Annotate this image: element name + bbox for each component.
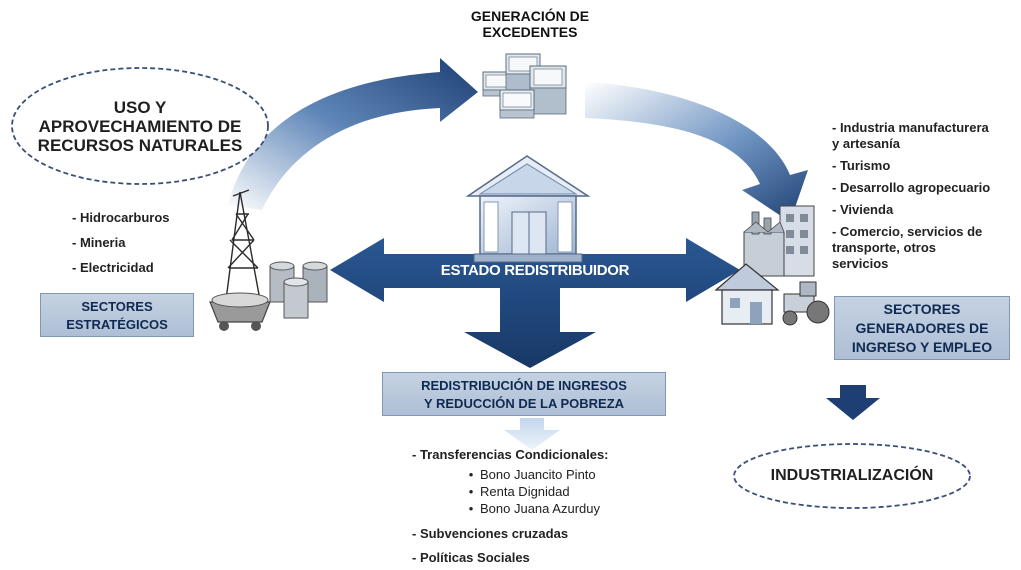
light-down-arrow xyxy=(504,418,560,450)
box-redistribucion-line2: Y REDUCCIÓN DE LA POBREZA xyxy=(423,396,625,411)
state-label: ESTADO REDISTRIBUIDOR xyxy=(440,262,630,279)
oval-recursos xyxy=(11,67,269,185)
box-sectores-estrategicos: SECTORES ESTRATÉGICOS xyxy=(40,293,194,337)
state-double-arrow xyxy=(330,238,740,368)
box-redistribucion-line1: REDISTRIBUCIÓN DE INGRESOS xyxy=(421,378,627,393)
state-building-icon xyxy=(465,155,591,263)
oval-industrializacion xyxy=(733,443,971,509)
box-generadores-line2: GENERADORES DE xyxy=(855,320,989,336)
box-sectores-line1: SECTORES xyxy=(81,299,153,314)
list-item: y artesanía xyxy=(832,136,900,151)
oval-industrializacion-text: INDUSTRIALIZACIÓN xyxy=(770,467,934,484)
other-policies: - Subvenciones cruzadas - Políticas Soci… xyxy=(412,522,568,570)
box-redistribucion: REDISTRIBUCIÓN DE INGRESOS Y REDUCCIÓN D… xyxy=(382,372,666,416)
list-item: - Vivienda xyxy=(832,202,894,217)
dark-down-arrow xyxy=(826,385,880,420)
house-icon xyxy=(714,263,780,325)
transfers-title: - Transferencias Condicionales: xyxy=(412,447,609,462)
oil-rig-icon xyxy=(225,189,262,301)
list-item: - Mineria xyxy=(72,235,126,250)
oil-barrels-icon xyxy=(269,261,328,319)
list-item: transporte, otros xyxy=(832,240,937,255)
list-item: - Electricidad xyxy=(72,260,154,275)
label-generacion-line1: GENERACIÓN DE xyxy=(470,8,590,24)
list-item: - Subvenciones cruzadas xyxy=(412,526,569,541)
curved-arrow-right xyxy=(585,82,808,222)
list-item: - Industria manufacturera xyxy=(832,120,989,135)
oval-recursos-text: USO Y APROVECHAMIENTO DE RECURSOS NATURA… xyxy=(20,98,260,155)
oval-recursos-line2: APROVECHAMIENTO DE xyxy=(38,117,242,136)
curved-arrow-left xyxy=(228,58,478,210)
list-item: •Bono Juana Azurduy xyxy=(468,501,600,516)
strategic-items: - Hidrocarburos - Mineria - Electricidad xyxy=(72,205,170,280)
transfers-list: •Bono Juancito Pinto •Renta Dignidad •Bo… xyxy=(462,466,600,517)
oval-recursos-line3: RECURSOS NATURALES xyxy=(37,136,243,155)
income-sectors-list: - Industria manufacturera y artesanía - … xyxy=(832,120,990,272)
list-item: •Bono Juancito Pinto xyxy=(468,467,596,482)
list-item: - Turismo xyxy=(832,158,891,173)
box-generadores-line3: INGRESO Y EMPLEO xyxy=(851,339,993,355)
label-generacion-line2: EXCEDENTES xyxy=(482,24,578,40)
factory-icon xyxy=(743,205,815,277)
money-stacks-icon xyxy=(482,53,567,119)
box-generadores-line1: SECTORES xyxy=(883,301,961,317)
oval-recursos-line1: USO Y xyxy=(113,98,167,117)
list-item: - Políticas Sociales xyxy=(412,550,530,565)
label-generacion: GENERACIÓN DE EXCEDENTES xyxy=(430,8,630,40)
list-item: servicios xyxy=(832,256,889,271)
list-item: - Hidrocarburos xyxy=(72,210,170,225)
list-item: - Desarrollo agropecuario xyxy=(832,180,991,195)
list-item: - Comercio, servicios de xyxy=(832,224,983,239)
mine-cart-icon xyxy=(209,292,271,331)
list-item: •Renta Dignidad xyxy=(468,484,570,499)
box-sectores-line2: ESTRATÉGICOS xyxy=(66,317,168,332)
box-sectores-generadores: SECTORES GENERADORES DE INGRESO Y EMPLEO xyxy=(834,296,1010,360)
tractor-icon xyxy=(782,281,830,326)
